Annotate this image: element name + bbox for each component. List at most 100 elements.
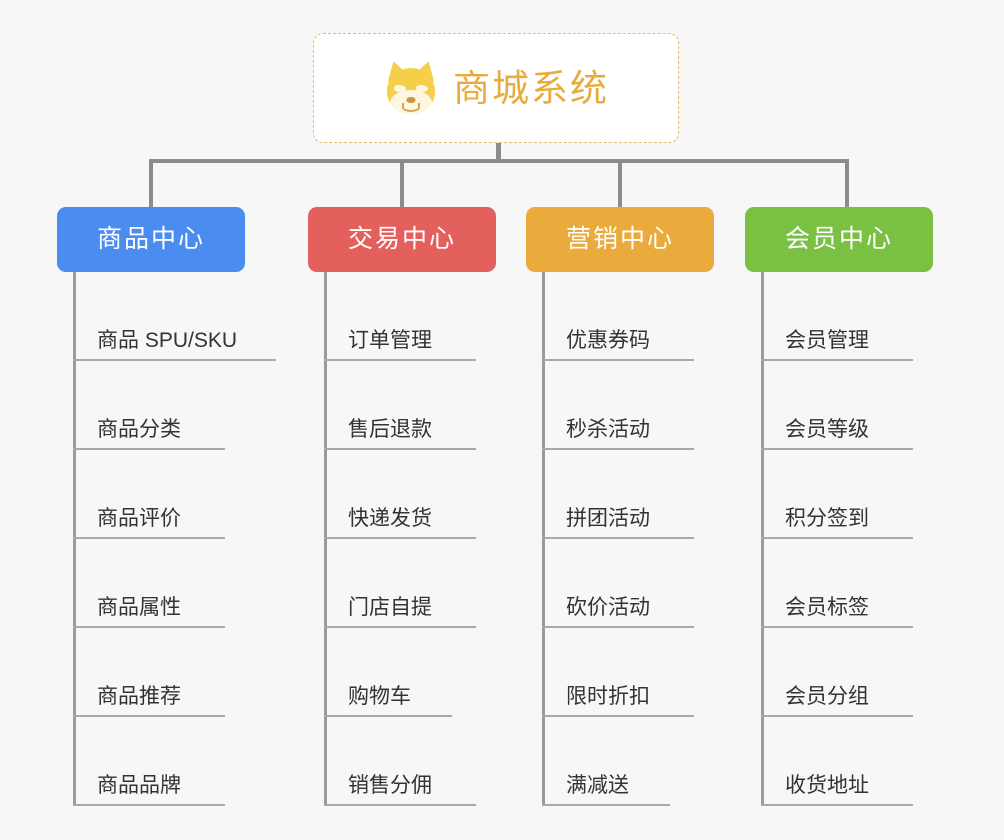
list-item[interactable]: 砍价活动	[526, 539, 756, 628]
leaf-underline	[542, 715, 694, 717]
branch-spine-3	[542, 272, 545, 806]
leaf-underline	[73, 626, 225, 628]
leaf-underline	[73, 804, 225, 806]
connector-drop-3	[618, 159, 622, 207]
branch-column-2: 交易中心 订单管理 售后退款 快递发货 门店自提 购物车	[308, 207, 496, 806]
leaf-underline	[324, 448, 476, 450]
list-item[interactable]: 拼团活动	[526, 450, 756, 539]
leaf-underline	[324, 626, 476, 628]
shiba-dog-icon	[382, 58, 440, 116]
leaf-label: 会员管理	[785, 329, 869, 352]
leaf-list-1: 商品 SPU/SKU 商品分类 商品评价 商品属性 商品推荐 商品品牌	[57, 272, 287, 806]
leaf-list-4: 会员管理 会员等级 积分签到 会员标签 会员分组 收货地址	[745, 272, 975, 806]
leaf-label: 商品品牌	[97, 774, 181, 797]
list-item[interactable]: 优惠券码	[526, 272, 756, 361]
leaf-underline	[324, 359, 476, 361]
list-item[interactable]: 售后退款	[308, 361, 538, 450]
leaf-underline	[324, 715, 452, 717]
leaf-underline	[542, 804, 670, 806]
leaf-label: 优惠券码	[566, 329, 650, 352]
list-item[interactable]: 限时折扣	[526, 628, 756, 717]
connector-drop-4	[845, 159, 849, 207]
leaf-underline	[542, 537, 694, 539]
list-item[interactable]: 商品 SPU/SKU	[57, 272, 287, 361]
branch-header-1[interactable]: 商品中心	[57, 207, 245, 272]
leaf-list-3: 优惠券码 秒杀活动 拼团活动 砍价活动 限时折扣 满减送	[526, 272, 756, 806]
root-title: 商城系统	[453, 67, 609, 109]
leaf-underline	[324, 804, 476, 806]
leaf-list-2: 订单管理 售后退款 快递发货 门店自提 购物车 销售分佣	[308, 272, 538, 806]
branch-column-4: 会员中心 会员管理 会员等级 积分签到 会员标签 会员分组	[745, 207, 933, 806]
leaf-label: 会员标签	[785, 596, 869, 619]
branch-spine-2	[324, 272, 327, 806]
branch-column-3: 营销中心 优惠券码 秒杀活动 拼团活动 砍价活动 限时折扣	[526, 207, 714, 806]
leaf-label: 限时折扣	[566, 685, 650, 708]
leaf-underline	[73, 537, 225, 539]
leaf-label: 销售分佣	[348, 774, 432, 797]
connector-drop-2	[400, 159, 404, 207]
leaf-underline	[761, 715, 913, 717]
connector-horizontal-bus	[149, 159, 849, 163]
branch-header-label: 会员中心	[784, 225, 893, 253]
list-item[interactable]: 购物车	[308, 628, 538, 717]
branch-header-label: 商品中心	[96, 225, 205, 253]
branch-header-3[interactable]: 营销中心	[526, 207, 714, 272]
list-item[interactable]: 会员管理	[745, 272, 975, 361]
list-item[interactable]: 收货地址	[745, 717, 975, 806]
list-item[interactable]: 销售分佣	[308, 717, 538, 806]
branch-header-label: 交易中心	[347, 225, 456, 253]
list-item[interactable]: 会员标签	[745, 539, 975, 628]
leaf-underline	[73, 359, 276, 361]
branch-header-label: 营销中心	[565, 225, 674, 253]
leaf-label: 会员分组	[785, 685, 869, 708]
leaf-label: 商品推荐	[97, 685, 181, 708]
leaf-underline	[542, 626, 694, 628]
list-item[interactable]: 满减送	[526, 717, 756, 806]
leaf-label: 商品属性	[97, 596, 181, 619]
leaf-label: 拼团活动	[566, 507, 650, 530]
leaf-underline	[542, 448, 694, 450]
list-item[interactable]: 商品品牌	[57, 717, 287, 806]
list-item[interactable]: 快递发货	[308, 450, 538, 539]
leaf-label: 砍价活动	[566, 596, 650, 619]
leaf-underline	[542, 359, 694, 361]
leaf-underline	[761, 448, 913, 450]
branch-header-2[interactable]: 交易中心	[308, 207, 496, 272]
connector-root-stem	[496, 143, 501, 162]
leaf-underline	[761, 626, 913, 628]
branch-header-4[interactable]: 会员中心	[745, 207, 933, 272]
list-item[interactable]: 商品分类	[57, 361, 287, 450]
leaf-label: 商品分类	[97, 418, 181, 441]
branch-column-1: 商品中心 商品 SPU/SKU 商品分类 商品评价 商品属性 商品推荐	[57, 207, 276, 806]
list-item[interactable]: 商品推荐	[57, 628, 287, 717]
leaf-label: 商品评价	[97, 507, 181, 530]
leaf-underline	[761, 804, 913, 806]
leaf-label: 订单管理	[348, 329, 432, 352]
branch-spine-1	[73, 272, 76, 806]
leaf-underline	[324, 537, 476, 539]
root-node[interactable]: 商城系统	[313, 33, 679, 143]
leaf-label: 积分签到	[785, 507, 869, 530]
leaf-label: 门店自提	[348, 596, 432, 619]
branch-spine-4	[761, 272, 764, 806]
list-item[interactable]: 秒杀活动	[526, 361, 756, 450]
list-item[interactable]: 积分签到	[745, 450, 975, 539]
leaf-label: 售后退款	[348, 418, 432, 441]
leaf-underline	[761, 359, 913, 361]
list-item[interactable]: 订单管理	[308, 272, 538, 361]
leaf-label: 商品 SPU/SKU	[97, 329, 238, 352]
leaf-label: 会员等级	[785, 418, 869, 441]
leaf-label: 收货地址	[785, 774, 869, 797]
leaf-label: 购物车	[348, 685, 411, 708]
leaf-underline	[73, 715, 225, 717]
list-item[interactable]: 会员等级	[745, 361, 975, 450]
leaf-underline	[761, 537, 913, 539]
connector-drop-1	[149, 159, 153, 207]
leaf-label: 快递发货	[348, 507, 432, 530]
list-item[interactable]: 门店自提	[308, 539, 538, 628]
list-item[interactable]: 商品评价	[57, 450, 287, 539]
list-item[interactable]: 会员分组	[745, 628, 975, 717]
list-item[interactable]: 商品属性	[57, 539, 287, 628]
leaf-label: 满减送	[566, 774, 629, 797]
